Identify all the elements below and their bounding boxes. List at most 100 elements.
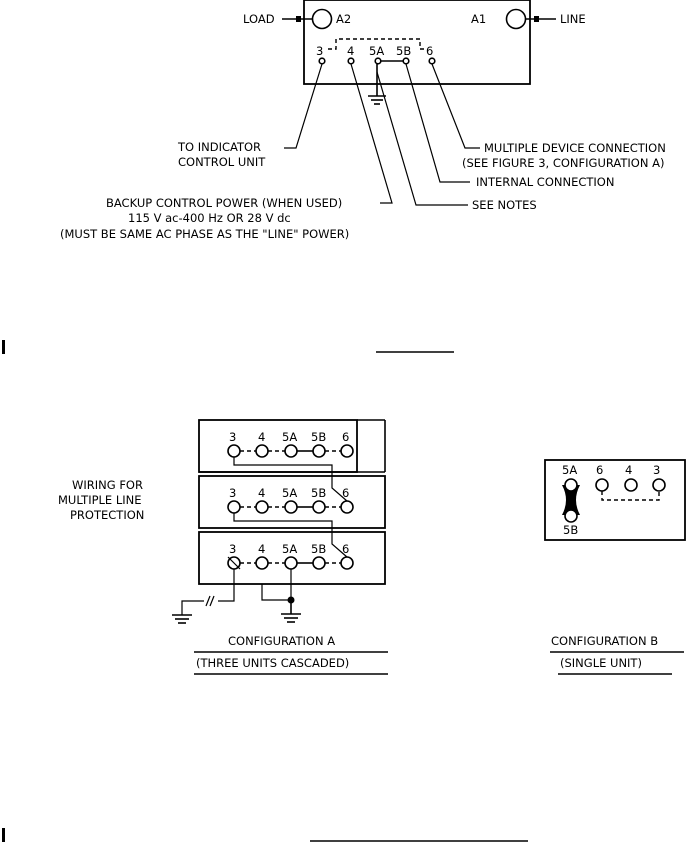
line-label: LINE	[560, 12, 586, 26]
jumper-5a-5b	[562, 485, 580, 515]
config-b-terminal-5b	[564, 509, 578, 523]
config-b-label-3: 3	[653, 463, 660, 477]
internal-dashed-link	[328, 38, 426, 50]
unit3-box-ground-link	[261, 584, 291, 601]
unit2-terminal-5a	[284, 500, 298, 514]
callout-indicator-line1: TO INDICATOR	[177, 140, 261, 154]
unit1-label-3: 3	[229, 430, 236, 444]
top-terminal-6	[428, 57, 436, 65]
load-lead-marker	[296, 16, 301, 22]
terminal-a2	[311, 8, 333, 30]
wire-break-mark	[205, 595, 215, 607]
revision-bar-1	[2, 340, 5, 354]
unit3-label-6: 6	[342, 542, 349, 556]
unit3-label-5b: 5B	[311, 542, 326, 556]
callout-leaders	[284, 63, 480, 206]
a2-label: A2	[336, 12, 351, 26]
top-terminal-5b	[402, 57, 410, 65]
config-b-terminal-6	[595, 478, 609, 492]
callout-backup-line2: 115 V ac-400 Hz OR 28 V dc	[128, 211, 291, 225]
config-b-title: CONFIGURATION B	[551, 634, 658, 648]
top-terminal-3	[318, 57, 326, 65]
terminal-label-6: 6	[426, 44, 433, 58]
terminal-label-5a: 5A	[369, 44, 384, 58]
unit1-label-6: 6	[342, 430, 349, 444]
configuration-b: 5A 6 4 3 5B CONFIGURATION B (SINGLE UNIT…	[544, 459, 686, 675]
line-lead-marker	[534, 16, 539, 22]
terminal-label-3: 3	[316, 44, 323, 58]
unit-2-box	[198, 475, 386, 529]
top-terminal-panel: LOAD A2 A1 LINE 3 4 5A 5B 6	[243, 0, 586, 105]
unit3-terminal-5b	[312, 556, 326, 570]
config-b-terminal-4	[624, 478, 638, 492]
leader-internal	[405, 63, 470, 183]
config-a-title: CONFIGURATION A	[228, 634, 335, 648]
leader-see-notes	[376, 71, 468, 206]
callout-backup-line1: BACKUP CONTROL POWER (WHEN USED)	[106, 196, 342, 210]
unit3-wire-3-to-ground	[181, 600, 204, 615]
unit1-terminal-6	[340, 444, 354, 458]
leader-indicator	[284, 63, 323, 149]
unit1-label-5a: 5A	[282, 430, 297, 444]
top-terminal-4	[347, 57, 355, 65]
terminal-label-5b: 5B	[396, 44, 411, 58]
top-panel-box	[303, 0, 531, 85]
callout-internal: INTERNAL CONNECTION	[476, 175, 614, 189]
unit2-terminal-6	[340, 500, 354, 514]
load-label: LOAD	[243, 12, 275, 26]
unit-3-box	[198, 531, 386, 585]
unit2-terminal-5b	[312, 500, 326, 514]
config-b-dashed-link	[601, 491, 660, 501]
wiring-label-line2: MULTIPLE LINE	[58, 493, 142, 507]
unit3-switch-3	[227, 556, 241, 570]
unit2-label-3: 3	[229, 486, 236, 500]
unit3-label-5a: 5A	[282, 542, 297, 556]
unit3-label-4: 4	[258, 542, 265, 556]
config-b-label-6: 6	[596, 463, 603, 477]
unit-1-box	[198, 419, 358, 473]
callout-multiple-line2: (SEE FIGURE 3, CONFIGURATION A)	[462, 156, 664, 170]
unit2-label-4: 4	[258, 486, 265, 500]
unit1-label-5b: 5B	[311, 430, 326, 444]
config-b-terminal-5a	[564, 478, 578, 492]
unit2-terminal-3	[227, 500, 241, 514]
unit3-label-3: 3	[229, 542, 236, 556]
config-b-terminal-3	[652, 478, 666, 492]
a1-label: A1	[471, 12, 486, 26]
wiring-label-line3: PROTECTION	[70, 508, 144, 522]
unit3-wire-3-out	[218, 569, 235, 602]
leader-multiple	[431, 63, 480, 149]
unit3-terminal-6	[340, 556, 354, 570]
terminal-label-4: 4	[347, 44, 354, 58]
config-a-subtitle: (THREE UNITS CASCADED)	[196, 656, 349, 670]
unit1-terminal-5a	[284, 444, 298, 458]
unit1-terminal-4	[255, 444, 269, 458]
unit2-terminal-4	[255, 500, 269, 514]
unit2-label-6: 6	[342, 486, 349, 500]
unit3-terminal-5a	[284, 556, 298, 570]
config-b-label-5a: 5A	[562, 463, 577, 477]
leader-backup	[350, 63, 393, 204]
config-b-box	[544, 459, 686, 541]
cascade-wire-1-2	[233, 457, 348, 502]
revision-bar-2	[2, 828, 5, 842]
config-b-label-5b: 5B	[563, 523, 578, 537]
config-b-label-4: 4	[625, 463, 632, 477]
unit2-label-5b: 5B	[311, 486, 326, 500]
cascade-wire-2-3	[233, 513, 348, 558]
top-terminal-5a	[374, 57, 382, 65]
unit3-terminal-4	[255, 556, 269, 570]
configuration-a: 3 4 5A 5B 6 3 4 5A 5B 6 3 4 5A 5B 6	[58, 419, 388, 675]
callout-indicator-line2: CONTROL UNIT	[178, 155, 266, 169]
unit2-label-5a: 5A	[282, 486, 297, 500]
unit1-label-4: 4	[258, 430, 265, 444]
terminal-a1	[505, 8, 527, 30]
unit1-terminal-3	[227, 444, 241, 458]
callout-see-notes: SEE NOTES	[472, 198, 537, 212]
wiring-label-line1: WIRING FOR	[72, 478, 143, 492]
config-b-subtitle: (SINGLE UNIT)	[560, 656, 642, 670]
callout-backup-line3: (MUST BE SAME AC PHASE AS THE "LINE" POW…	[60, 227, 349, 241]
unit1-terminal-5b	[312, 444, 326, 458]
callout-multiple-line1: MULTIPLE DEVICE CONNECTION	[484, 141, 666, 155]
